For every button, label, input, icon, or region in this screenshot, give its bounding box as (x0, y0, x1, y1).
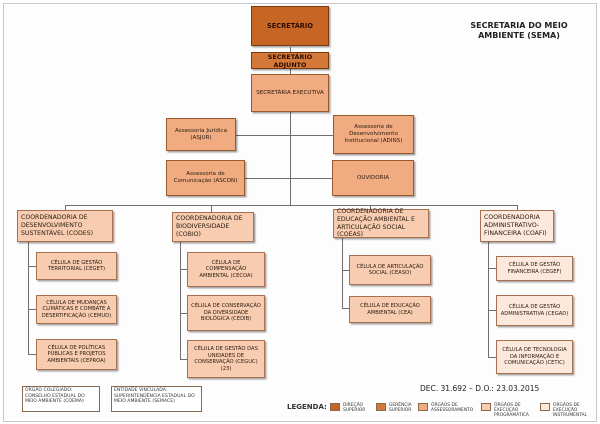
connector-main-vertical (290, 47, 291, 205)
connector-codes-drop (65, 205, 66, 210)
legend-swatch-instrumental (540, 403, 550, 411)
page-title: SECRETARIA DO MEIO AMBIENTE (SEMA) (470, 21, 568, 41)
box-coafi: Coordenadoria Administrativo-Financeira … (480, 210, 554, 242)
legend-text-instrumental: ÓRGÃOS DE EXECUÇÃO INSTRUMENTAL (553, 403, 587, 419)
connector-tick (488, 268, 496, 269)
connector-tick (180, 313, 187, 314)
connector-codes-cells (28, 242, 29, 354)
cell-ceproa: Célula de Políticas Públicas e Projetos … (36, 339, 117, 370)
box-secretario: SECRETÁRIO (251, 6, 329, 46)
legend-label: LEGENDA: (287, 403, 327, 411)
connector-tick (180, 269, 187, 270)
cell-ceguc: Célula de Gestão das Unidades de Conserv… (187, 340, 265, 378)
cell-cegad: Célula de Gestão Administrativa (CEGAD) (496, 295, 573, 326)
connector-coafi-cells (488, 242, 489, 357)
box-coeas: Coordenadoria de Educação Ambiental e Ar… (333, 208, 429, 238)
box-cobio: Coordenadoria de Biodiversidade (COBIO) (172, 212, 254, 242)
box-secretaria-executiva: SECRETÁRIA EXECUTIVA (251, 74, 329, 112)
cell-cetic: Célula de Tecnologia da Informação e Com… (496, 340, 573, 374)
legend-swatch-direcao (330, 403, 340, 411)
box-secretario-adjunto: SECRETÁRIO ADJUNTO (251, 52, 329, 69)
connector-coafi-drop (517, 205, 518, 210)
connector-tick (342, 308, 349, 309)
cell-cedib: Célula de Conservação da Diversidade Bio… (187, 295, 265, 331)
connector-tick (28, 309, 36, 310)
box-ascom: Assessoria de Comunicação (ASCON) (166, 160, 245, 196)
cell-cegef: Célula de Gestão Financeira (CEGEF) (496, 256, 573, 281)
connector-tick (28, 266, 36, 267)
connector-tick (488, 357, 496, 358)
connector-asjur-adins (236, 135, 333, 136)
connector-tick (28, 354, 36, 355)
cell-ceget: Célula de Gestão Territorial (CEGET) (36, 252, 117, 280)
note-orgao-colegiado: ÓRGÃO COLEGIADO: CONSELHO ESTADUAL DO ME… (22, 386, 100, 412)
box-ouvidoria: Ouvidoria (332, 160, 414, 196)
legend-text-gerencia: GERÊNCIA SUPERIOR (389, 403, 412, 414)
cell-cemud: Célula de Mudanças Climáticas e Combate … (36, 295, 117, 324)
cell-cea: Célula de Educação Ambiental (CEA) (349, 296, 431, 323)
box-adins: Assessoria de Desenvolvimento Institucio… (333, 115, 414, 154)
connector-cobio-drop (211, 205, 212, 212)
legend-swatch-gerencia (376, 403, 386, 411)
note-entidade-vinculada: ENTIDADE VINCULADA: SUPERINTENDÊNCIA EST… (111, 386, 202, 412)
box-codes: COORDENADORIA DE DESENVOLVIMENTO SUSTENT… (17, 210, 113, 242)
connector-tick (180, 359, 187, 360)
connector-coeas-cells (342, 238, 343, 308)
legend-swatch-assessoramento (418, 403, 428, 411)
legend-text-programatica: ÓRGÃOS DE EXECUÇÃO PROGRAMÁTICA (494, 403, 529, 419)
connector-tick (488, 310, 496, 311)
cell-ceaso: Célula de Articulação Social (CEASO) (349, 255, 431, 285)
connector-cobio-cells (180, 242, 181, 359)
cell-cecoa: Célula de Compensação Ambiental (CECOA) (187, 252, 265, 287)
connector-coord-horizontal (65, 205, 517, 206)
box-asjur: Assessoria Jurídica (ASJUR) (166, 118, 236, 151)
legend-swatch-programatica (481, 403, 491, 411)
legend-text-direcao: DIREÇÃO SUPERIOR (343, 403, 366, 414)
connector-ascom-ouvidoria (245, 178, 332, 179)
connector-tick (342, 270, 349, 271)
legend-text-assessoramento: ÓRGÃOS DE ASSESSORAMENTO (431, 403, 474, 414)
decree-reference: DEC. 31.692 – D.O.: 23.03.2015 (420, 384, 540, 393)
connector-coeas-drop (370, 205, 371, 209)
